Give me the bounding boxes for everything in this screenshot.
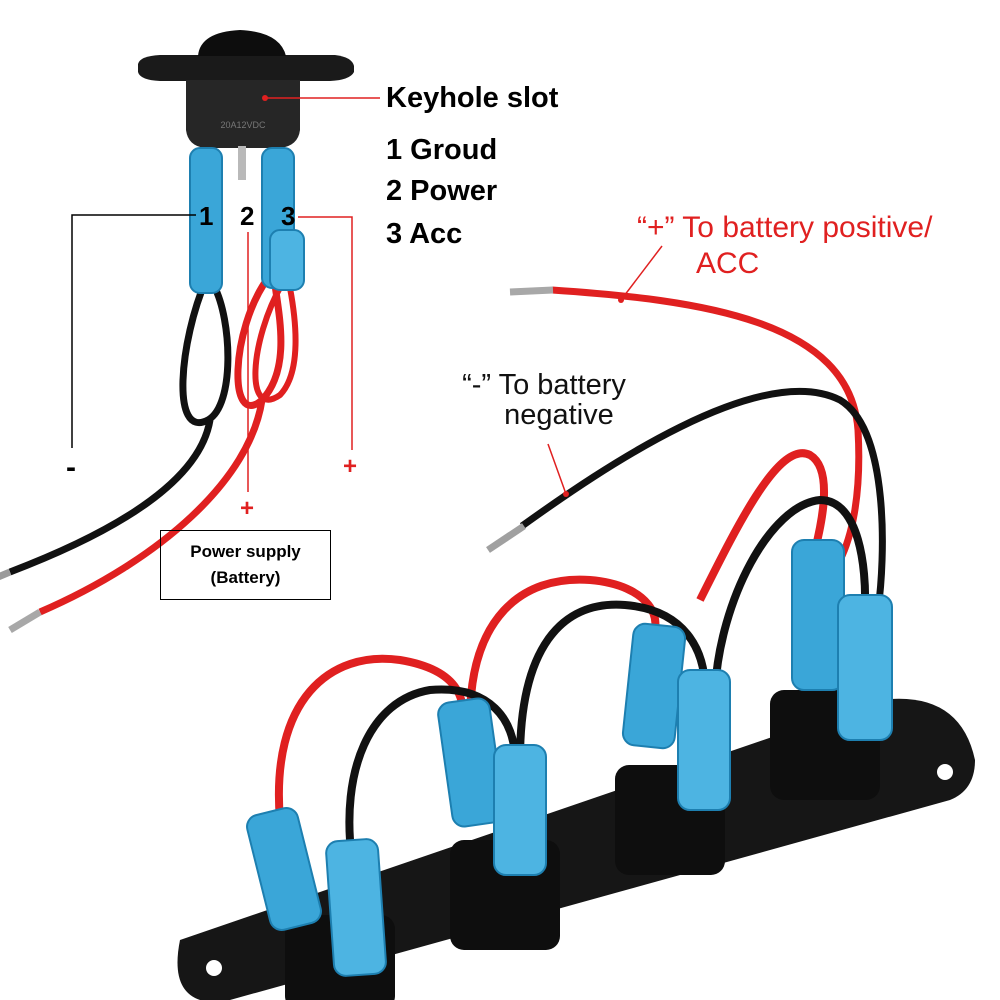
- legend-item-ground: 1 Groud: [386, 134, 498, 166]
- switch-rating-text: 20A12VDC: [220, 120, 266, 130]
- black-wire-loop: [179, 278, 232, 426]
- ground-minus-marker: -: [66, 451, 76, 484]
- black-lead: [8, 419, 214, 576]
- panel-hole-right: [937, 764, 953, 780]
- black-jumper-2: [516, 600, 709, 761]
- positive-leader-line: [620, 245, 663, 301]
- pin-label-3: 3: [281, 201, 296, 231]
- terminal-1a: [246, 807, 322, 931]
- terminal-4b: [837, 594, 893, 741]
- acc-line: [298, 216, 353, 450]
- red-wire-loop-b: [252, 282, 299, 403]
- power-supply-line2: (Battery): [210, 568, 281, 587]
- positive-lead-tip: [509, 286, 554, 296]
- terminal-3b: [677, 669, 731, 811]
- power-supply-line1: Power supply: [190, 542, 301, 561]
- red-lead-tip: [8, 608, 42, 634]
- acc-plus-marker: +: [343, 453, 358, 480]
- black-lead-tip: [0, 568, 12, 580]
- power-supply-box: Power supply (Battery): [160, 530, 331, 600]
- switch-pin-2: [238, 146, 246, 180]
- red-jumper-3: [696, 449, 828, 602]
- terminal-4a: [791, 539, 845, 691]
- red-lead: [38, 399, 266, 616]
- schematic-lines: [71, 95, 380, 492]
- terminal-2b: [493, 744, 547, 876]
- pin-label-2: 2: [240, 201, 255, 231]
- legend-item-acc: 3 Acc: [386, 218, 463, 250]
- panel-hole-left: [206, 960, 222, 976]
- pin-label-1: 1: [199, 201, 214, 231]
- positive-callout-line2: ACC: [696, 247, 760, 280]
- negative-callout-line1: “-” To battery: [462, 369, 626, 401]
- switch-panel-assembly: [177, 449, 975, 1000]
- panel-terminals: [246, 539, 893, 977]
- ground-line: [71, 214, 196, 448]
- blue-terminal-1: [189, 147, 223, 294]
- legend-item-power: 2 Power: [386, 175, 498, 207]
- negative-leader-line: [547, 443, 567, 495]
- terminal-3a: [621, 622, 687, 750]
- black-jumper-3: [711, 495, 870, 691]
- black-jumper-1: [345, 685, 519, 861]
- negative-lead-tip: [486, 523, 526, 553]
- negative-callout-line2: negative: [504, 399, 614, 431]
- negative-lead: [519, 387, 886, 611]
- keyhole-slot-label: Keyhole slot: [386, 82, 559, 114]
- single-rocker-switch: 20A12VDC: [0, 30, 354, 634]
- blue-terminal-3b: [269, 229, 305, 291]
- power-plus-marker: +: [240, 495, 255, 522]
- positive-callout-line1: “+” To battery positive/: [637, 211, 933, 244]
- terminal-1b: [325, 838, 387, 977]
